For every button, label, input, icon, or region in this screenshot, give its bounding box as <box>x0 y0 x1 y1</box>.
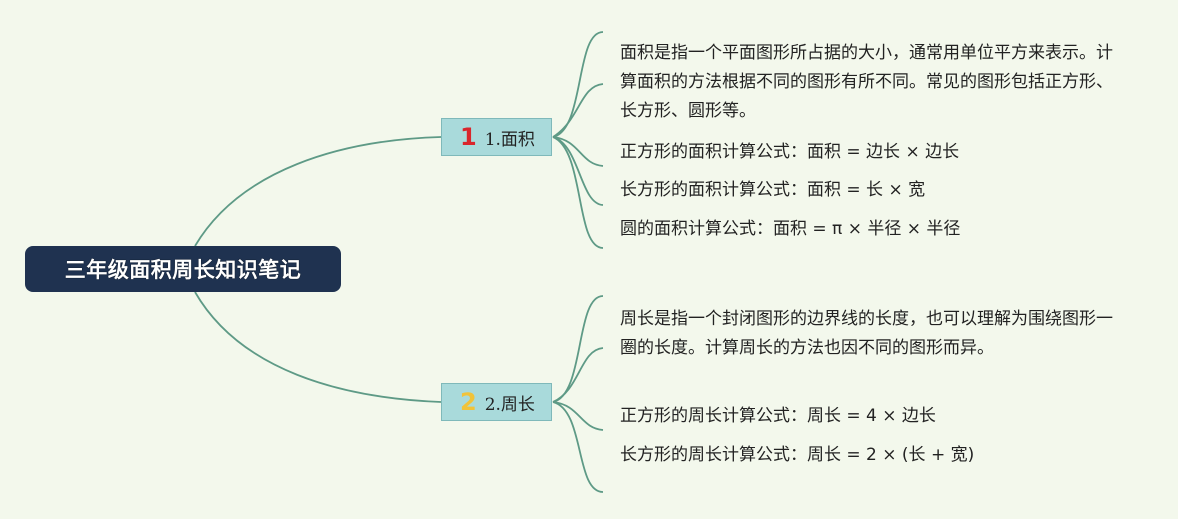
root-title: 三年级面积周长知识笔记 <box>64 258 302 282</box>
connector-branch-2-leaf-2 <box>552 401 604 431</box>
leaf-rectangle-area-formula[interactable]: 长方形的面积计算公式：面积 = 长 × 宽 <box>620 180 926 200</box>
leaf-area-definition[interactable]: 面积是指一个平面图形所占据的大小，通常用单位平方来表示。计算面积的方法根据不同的… <box>620 43 1113 121</box>
connector-branch-1-leaf-4 <box>552 136 604 249</box>
connector-branch-1-leaf-1b <box>552 83 604 138</box>
branch-label-area: 1.面积 <box>484 129 535 150</box>
branch-node-perimeter[interactable]: 2 2.周长 <box>441 383 552 421</box>
connector-branch-1-leaf-1 <box>552 31 604 138</box>
leaf-square-perimeter-formula[interactable]: 正方形的周长计算公式：周长 = 4 × 边长 <box>620 406 936 426</box>
branch-number-1: 1 <box>460 123 477 151</box>
branch-label-perimeter: 2.周长 <box>484 394 535 415</box>
leaf-circle-area-formula[interactable]: 圆的面积计算公式：面积 = π × 半径 × 半径 <box>620 219 961 239</box>
connector-branch-1-leaf-3 <box>552 136 604 206</box>
connector-branch-2-leaf-1 <box>552 295 604 403</box>
connector-branch-1-leaf-2 <box>552 136 604 167</box>
leaf-perimeter-definition[interactable]: 周长是指一个封闭图形的边界线的长度，也可以理解为围绕图形一圈的长度。计算周长的方… <box>620 309 1113 358</box>
leaf-square-area-formula[interactable]: 正方形的面积计算公式：面积 = 边长 × 边长 <box>620 142 960 162</box>
branch-node-area[interactable]: 1 1.面积 <box>441 118 552 156</box>
root-node[interactable]: 三年级面积周长知识笔记 <box>25 246 341 292</box>
connector-branch-2-leaf-3 <box>552 401 604 493</box>
connector-root-branch-1 <box>194 136 442 247</box>
leaf-rectangle-perimeter-formula[interactable]: 长方形的周长计算公式：周长 = 2 × (长 + 宽) <box>620 445 975 465</box>
connector-branch-2-leaf-1b <box>552 347 604 403</box>
connector-root-branch-2 <box>194 291 442 403</box>
branch-number-2: 2 <box>460 388 477 416</box>
